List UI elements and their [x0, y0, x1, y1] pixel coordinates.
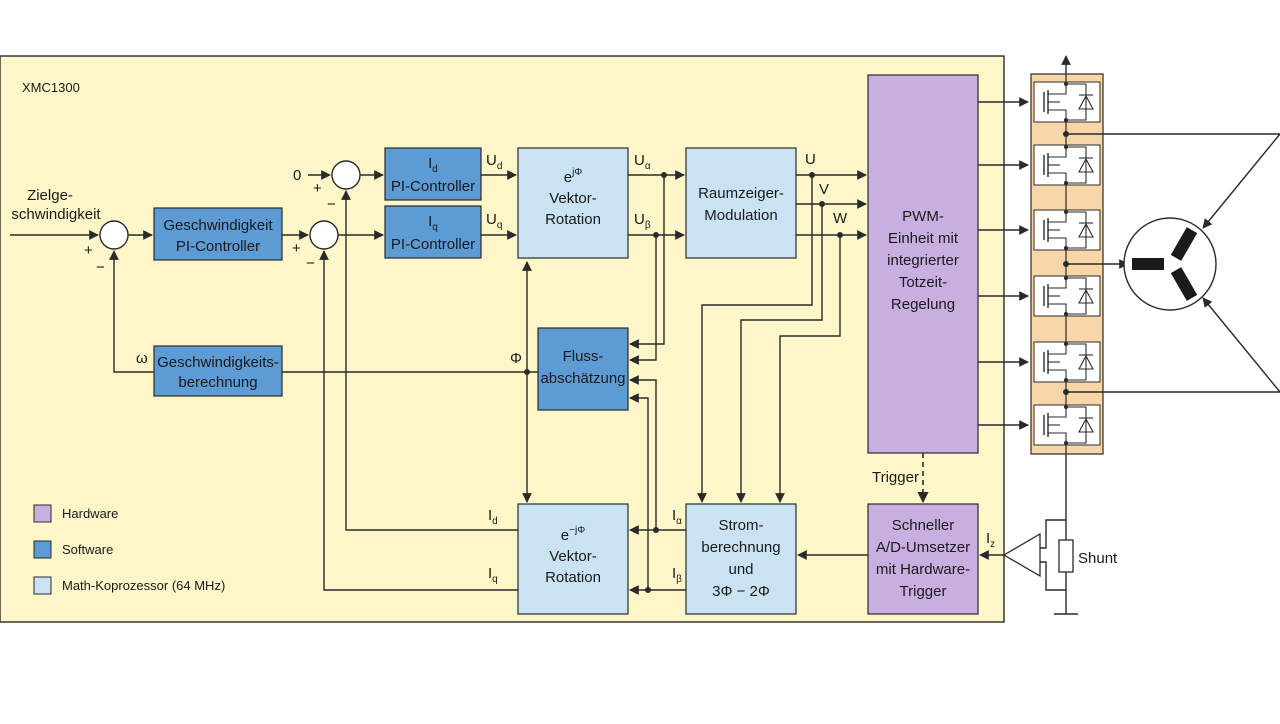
- svg-text:Modulation: Modulation: [704, 207, 777, 224]
- switch-cell-6: [1033, 404, 1101, 446]
- svg-text:PWM-: PWM-: [902, 208, 944, 225]
- svg-text:Vektor-: Vektor-: [549, 190, 597, 207]
- svg-text:Raumzeiger-: Raumzeiger-: [698, 185, 784, 202]
- signal-wires: [10, 170, 929, 595]
- svg-text:und: und: [728, 561, 753, 578]
- signal-ud: Ud: [486, 152, 502, 172]
- legend: Hardware Software Math-Koprozessor (64 M…: [33, 504, 225, 595]
- switch-cell-1: [1033, 81, 1101, 123]
- svg-text:Trigger: Trigger: [900, 583, 947, 600]
- legend-swatch-coprocessor: [33, 576, 52, 595]
- svg-text:A/D-Umsetzer: A/D-Umsetzer: [876, 539, 970, 556]
- signal-phi: Φ: [510, 350, 522, 367]
- sign-minus-d: −: [327, 196, 336, 213]
- legend-swatch-software: [33, 540, 52, 559]
- legend-label-hardware: Hardware: [62, 506, 118, 521]
- id-pi-controller-block: Id PI-Controller: [384, 147, 482, 201]
- svg-text:Geschwindigkeit: Geschwindigkeit: [163, 217, 273, 234]
- adc-block: Schneller A/D-Umsetzer mit Hardware- Tri…: [867, 503, 979, 615]
- signal-ibeta: Iβ: [672, 565, 682, 585]
- svg-text:PI-Controller: PI-Controller: [391, 178, 475, 195]
- svg-text:berechnung: berechnung: [701, 539, 780, 556]
- signal-ialpha: Iα: [672, 507, 682, 527]
- svg-text:Totzeit-: Totzeit-: [899, 274, 947, 291]
- motor-wiring: [1063, 131, 1280, 395]
- svg-text:PI-Controller: PI-Controller: [176, 238, 260, 255]
- svg-text:ejΦ: ejΦ: [564, 167, 583, 186]
- pwm-unit-block: PWM- Einheit mit integrierter Totzeit- R…: [867, 74, 979, 454]
- svg-text:Regelung: Regelung: [891, 296, 955, 313]
- svg-text:Geschwindigkeits-: Geschwindigkeits-: [157, 354, 279, 371]
- svg-text:Vektor-: Vektor-: [549, 548, 597, 565]
- flux-estimation-block: Fluss- abschätzung: [537, 327, 629, 411]
- signal-uq: Uq: [486, 211, 502, 231]
- signal-v: V: [819, 181, 829, 198]
- switch-cell-2: [1033, 144, 1101, 186]
- legend-label-coprocessor: Math-Koprozessor (64 MHz): [62, 578, 225, 593]
- trigger-label: Trigger: [872, 469, 919, 486]
- sum-junction-q: [309, 220, 339, 250]
- vector-rotation-inverse-block: e−jΦ Vektor- Rotation: [517, 503, 629, 615]
- svg-text:PI-Controller: PI-Controller: [391, 236, 475, 253]
- signal-ualpha: Uα: [634, 152, 651, 172]
- signal-ubeta: Uβ: [634, 211, 651, 231]
- sum-junction-speed: [99, 220, 129, 250]
- svg-text:Einheit mit: Einheit mit: [888, 230, 959, 247]
- svg-text:e−jΦ: e−jΦ: [561, 525, 585, 544]
- zero-input-label: 0: [293, 167, 301, 184]
- space-vector-modulation-block: Raumzeiger- Modulation: [685, 147, 797, 259]
- motor-symbol: [1123, 217, 1217, 311]
- iq-pi-controller-block: Iq PI-Controller: [384, 205, 482, 259]
- svg-text:Rotation: Rotation: [545, 569, 601, 586]
- sign-plus-d: +: [313, 180, 322, 197]
- junction-dots: [524, 172, 843, 593]
- switch-cell-3: [1033, 209, 1101, 251]
- svg-text:Strom-: Strom-: [719, 517, 764, 534]
- target-speed-label-1: Zielge-: [27, 187, 73, 204]
- switch-cell-4: [1033, 275, 1101, 317]
- svg-text:berechnung: berechnung: [178, 374, 257, 391]
- svg-text:integrierter: integrierter: [887, 252, 959, 269]
- svg-text:Fluss-: Fluss-: [563, 348, 604, 365]
- signal-iz: Iz: [986, 530, 995, 550]
- signal-iq: Iq: [488, 565, 498, 585]
- shunt-label: Shunt: [1078, 550, 1118, 567]
- signal-w: W: [833, 210, 848, 227]
- svg-text:3Φ − 2Φ: 3Φ − 2Φ: [712, 583, 770, 600]
- current-calculation-block: Strom- berechnung und 3Φ − 2Φ: [685, 503, 797, 615]
- signal-u: U: [805, 151, 816, 168]
- svg-text:mit Hardware-: mit Hardware-: [876, 561, 970, 578]
- target-speed-label-2: schwindigkeit: [11, 206, 101, 223]
- switch-cell-5: [1033, 341, 1101, 383]
- svg-text:Rotation: Rotation: [545, 211, 601, 228]
- shunt-circuit: Shunt: [979, 454, 1118, 615]
- sign-plus-speed: +: [84, 242, 93, 259]
- vector-rotation-forward-block: ejΦ Vektor- Rotation: [517, 147, 629, 259]
- speed-calculation-block: Geschwindigkeits- berechnung: [153, 345, 283, 397]
- sign-minus-q: −: [306, 255, 315, 272]
- speed-pi-controller-block: Geschwindigkeit PI-Controller: [153, 207, 283, 261]
- signal-omega: ω: [136, 350, 148, 367]
- chip-label: XMC1300: [22, 80, 80, 95]
- svg-text:Schneller: Schneller: [892, 517, 955, 534]
- svg-text:abschätzung: abschätzung: [540, 370, 625, 387]
- sum-junction-d: [331, 160, 361, 190]
- sign-plus-q: +: [292, 240, 301, 257]
- chip-area: [0, 55, 1005, 623]
- signal-id: Id: [488, 507, 498, 527]
- sign-minus-speed: −: [96, 259, 105, 276]
- legend-label-software: Software: [62, 542, 113, 557]
- svg-text:Id: Id: [428, 155, 438, 175]
- svg-text:Iq: Iq: [428, 213, 438, 233]
- legend-swatch-hardware: [33, 504, 52, 523]
